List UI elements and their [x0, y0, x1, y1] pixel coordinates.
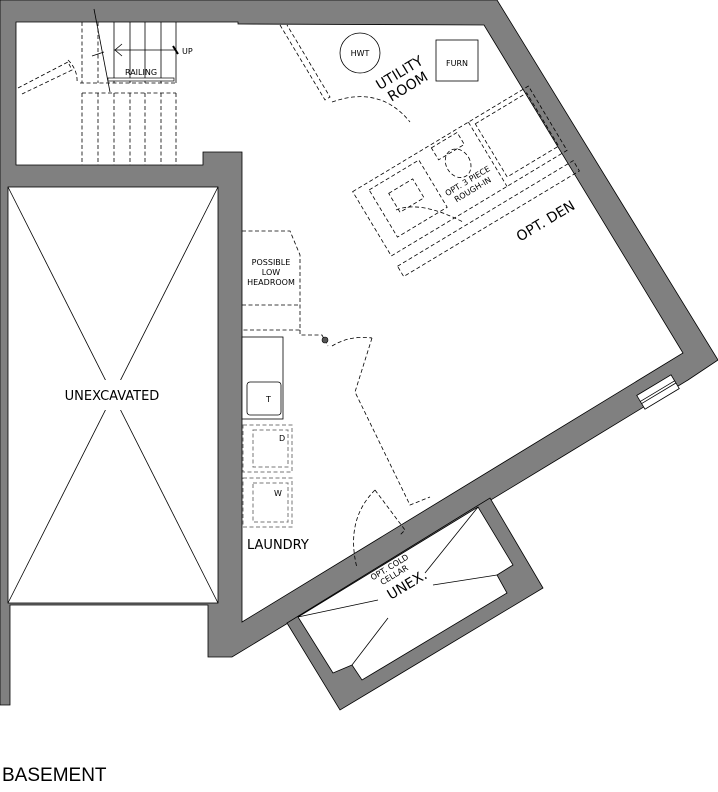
low-headroom-area: [242, 230, 301, 331]
label-railing: RAILING: [125, 68, 157, 77]
label-headroom-2: LOW: [262, 268, 280, 277]
door-swing: [353, 489, 376, 569]
furnace: [435, 39, 479, 82]
label-tub: T: [265, 395, 271, 404]
cross-line: [424, 506, 479, 574]
label-dryer: D: [279, 434, 285, 443]
laundry-tub: [246, 381, 282, 416]
window: [636, 374, 680, 410]
post: [321, 336, 329, 344]
label-unexcavated: UNEXCAVATED: [65, 389, 160, 404]
label-washer: W: [274, 489, 282, 498]
label-hwt: HWT: [351, 49, 370, 58]
cross-line: [432, 574, 498, 586]
cold-cellar-floor: [297, 506, 514, 681]
label-up: UP: [182, 47, 193, 56]
door-swing: [331, 336, 373, 347]
hot-water-tank: [339, 32, 381, 74]
label-laundry: LAUNDRY: [247, 538, 309, 553]
railing: [107, 77, 175, 82]
washer: [242, 477, 293, 528]
label-backdrop: [40, 380, 190, 410]
cross-line: [351, 617, 389, 666]
label-furn: FURN: [446, 59, 468, 68]
dryer: [242, 424, 293, 473]
door-swing: [331, 96, 411, 123]
label-headroom-3: HEADROOM: [247, 278, 295, 287]
cross-line: [297, 599, 379, 618]
floor-title: BASEMENT: [2, 765, 107, 786]
label-headroom-1: POSSIBLE: [252, 258, 291, 267]
staircase: [17, 8, 179, 165]
door-swing: [395, 206, 464, 223]
